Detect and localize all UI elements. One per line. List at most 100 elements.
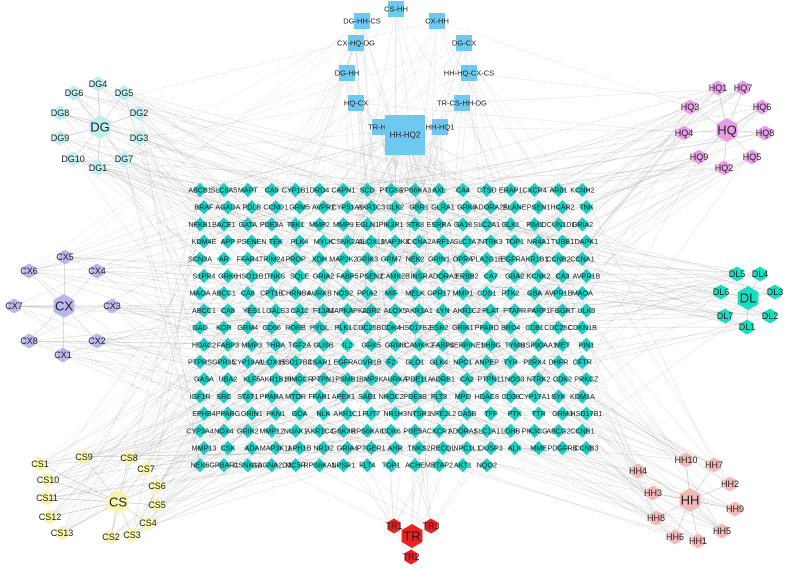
target-label: CYP1B1	[282, 186, 310, 195]
herb-node-label: CS11	[36, 493, 58, 503]
herb-node-cs9: CS9	[75, 449, 93, 465]
target-label: MMP2	[309, 220, 330, 229]
target-label: SCN3A	[188, 254, 212, 263]
target-ahr: AHR	[388, 440, 403, 456]
target-serpine1: SERPINE1	[449, 337, 485, 352]
edge	[110, 189, 201, 538]
edge	[28, 310, 348, 342]
herb-node-label: DG2	[130, 108, 149, 118]
target-label: GRIN1	[241, 409, 263, 418]
target-label: MAOA	[572, 289, 593, 298]
target-node	[503, 217, 518, 232]
target-label: GRK5	[457, 203, 477, 212]
edge	[199, 106, 691, 294]
target-label: KDM1A	[570, 392, 595, 401]
target-node	[384, 286, 399, 301]
edge	[97, 83, 225, 259]
target-node	[551, 389, 566, 404]
target-node	[288, 251, 303, 266]
herb-node-shape	[707, 457, 721, 473]
edge	[343, 273, 761, 397]
target-cftr: CFTR	[573, 354, 592, 370]
target-arf1a: ARF1A	[431, 234, 455, 249]
target-node	[531, 200, 546, 215]
herb-node-label: HH6	[666, 532, 684, 542]
edge	[227, 241, 761, 275]
target-akr1c2: AKR1C2	[453, 303, 481, 318]
edge	[97, 167, 587, 242]
target-label: BMP2K	[359, 375, 384, 384]
formula-dg-cx: DG-CX	[452, 35, 476, 51]
edge	[514, 310, 736, 510]
target-ptgs1: PTGS1	[379, 182, 403, 198]
edge	[199, 134, 406, 191]
target-pparg: PPARG	[216, 406, 241, 421]
target-label: HDAC2	[192, 340, 216, 349]
target-node	[503, 286, 518, 301]
target-nuak1: NUAK1	[284, 423, 308, 438]
target-camk2b: CAMK2B	[380, 268, 410, 284]
target-gsk3b: GSK3B	[331, 423, 356, 438]
target-node	[483, 303, 498, 318]
target-ca8: CA8	[240, 286, 255, 301]
target-node	[503, 423, 518, 438]
target-label: GRM3	[552, 409, 573, 418]
herb-node-label: CS9	[75, 452, 93, 462]
target-label: NOS2	[334, 289, 354, 298]
target-node	[364, 372, 379, 387]
target-erap1: ERAP1	[499, 182, 522, 198]
target-label: RORB	[285, 323, 306, 332]
target-node	[455, 320, 471, 335]
target-node	[455, 251, 471, 266]
target-node	[360, 251, 375, 266]
target-ca2: CA2	[459, 372, 475, 387]
herb-hub-shape	[401, 524, 423, 548]
herb-node-label: CS10	[37, 475, 60, 485]
edge	[64, 256, 467, 277]
edge	[436, 20, 515, 242]
target-map2k2: MAP2K2	[329, 251, 358, 266]
target-acvr1b: ACVR1B	[353, 354, 382, 370]
target-node	[479, 217, 494, 232]
edge	[534, 156, 700, 191]
edge	[145, 379, 563, 470]
target-node	[364, 337, 379, 352]
herb-node-shape	[736, 80, 750, 96]
target-maoa: MAOA	[189, 286, 211, 301]
target-top1: TOP1	[382, 458, 401, 473]
target-alox12: ALOX12	[358, 234, 385, 249]
edge	[13, 305, 228, 311]
target-node	[288, 389, 303, 404]
target-label: PDGFRB	[548, 444, 578, 453]
herb-node-cs11: CS11	[36, 490, 58, 506]
target-label: GLO1	[406, 358, 425, 367]
target-node	[216, 458, 232, 473]
target-label: CSNK2A1	[331, 237, 364, 246]
target-label: SHBG	[481, 340, 502, 349]
formula-cs-hh: CS-HH	[384, 1, 408, 17]
edge	[123, 92, 539, 345]
target-node	[288, 458, 303, 473]
edge	[111, 305, 320, 328]
target-node	[531, 303, 546, 318]
target-drd4: DRD4	[310, 182, 329, 198]
herb-node-label: CS13	[51, 528, 74, 538]
target-fabp5: FABP5	[336, 268, 359, 284]
target-gpr35: GPR35	[212, 354, 236, 370]
target-label: CD81	[525, 323, 543, 332]
herb-node-label: DG9	[51, 133, 70, 143]
target-label: RPS6KA1	[303, 461, 335, 470]
herb-node-label: CS2	[102, 532, 120, 542]
target-gata: GATA	[239, 217, 257, 232]
herb-hub-shape	[107, 490, 129, 514]
herb-node-label: HQ1	[709, 83, 728, 93]
target-label: GPR17	[427, 289, 451, 298]
herb-node-label: HH2	[721, 479, 739, 489]
target-node	[407, 320, 423, 335]
target-label: CA5B	[458, 409, 477, 418]
target-label: NEK6	[191, 461, 210, 470]
target-label: MTOR	[285, 392, 306, 401]
herb-node-shape	[717, 160, 731, 176]
